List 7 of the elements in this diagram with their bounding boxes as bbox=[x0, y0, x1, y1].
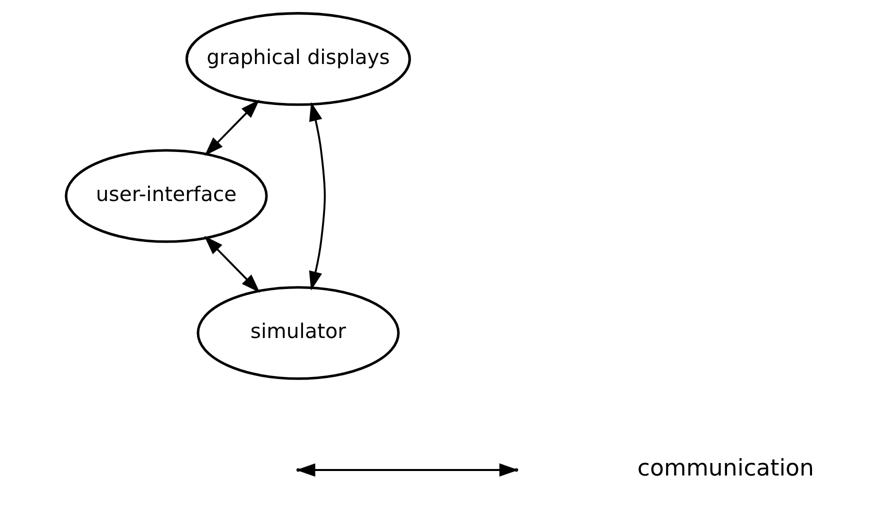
arrow bbox=[204, 100, 260, 156]
legend-label: communication bbox=[636, 456, 814, 482]
node-ellipse: graphical displays bbox=[184, 12, 410, 106]
node-ellipse: user-interface bbox=[64, 149, 268, 243]
arrow bbox=[308, 102, 326, 291]
node-ellipse: simulator bbox=[196, 286, 400, 380]
arrow bbox=[204, 236, 260, 293]
